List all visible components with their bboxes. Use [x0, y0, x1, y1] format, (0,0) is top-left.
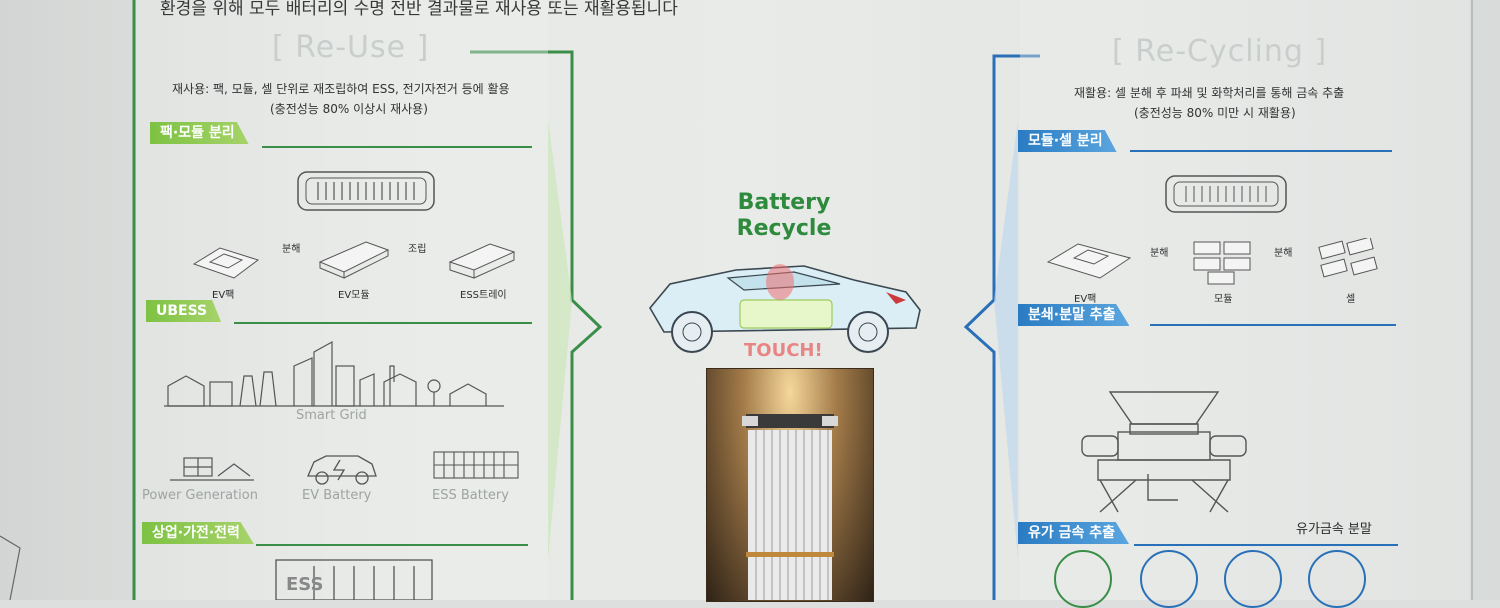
section-rule — [1150, 324, 1396, 326]
ev-battery-label: EV Battery — [302, 488, 372, 503]
section-rule — [256, 544, 528, 546]
reuse-item-ev-module: EV모듈 — [338, 290, 370, 301]
battery-recycle-title: Battery Recycle — [732, 190, 836, 242]
header-text: 환경을 위해 모두 배터리의 수명 전반 결과물로 재사용 또는 재활용됩니다 — [160, 0, 678, 19]
ev-battery-car-icon — [307, 455, 377, 485]
touch-label[interactable]: TOUCH! — [744, 340, 823, 361]
ess-tray-icon — [448, 243, 516, 279]
metal-circle-2 — [1140, 550, 1198, 608]
section-rule — [262, 146, 532, 148]
battery-pack-icon — [297, 171, 435, 211]
recycle-battery-pack-icon — [1165, 175, 1287, 213]
recycle-title: [ Re-Cycling ] — [1112, 34, 1328, 69]
power-generation-icon — [170, 457, 254, 481]
reuse-item-ess-tray: ESS트레이 — [460, 290, 507, 301]
recycle-section-metal-extract: 유가 금속 추출 — [1018, 522, 1130, 544]
recycle-step-disassemble-1: 분해 — [1150, 248, 1169, 259]
smart-grid-cityscape-icon — [164, 340, 504, 407]
recycle-item-module: 모듈 — [1214, 294, 1233, 305]
power-generation-label: Power Generation — [142, 488, 258, 503]
reuse-section-commercial: 상업·가전·전력 — [142, 522, 254, 544]
recycle-description-note: (충전성능 80% 미만 시 재활용) — [1134, 106, 1296, 120]
smart-grid-label: Smart Grid — [296, 408, 367, 423]
metal-circle-4 — [1308, 550, 1366, 608]
battery-module-cells — [742, 414, 838, 600]
reuse-section-ubess: UBESS — [146, 300, 222, 322]
reuse-item-ev-pack: EV팩 — [212, 290, 235, 301]
left-edge-panel — [0, 535, 21, 600]
metal-circle-1 — [1054, 550, 1112, 608]
hero-line-2: Recycle — [736, 216, 832, 241]
reuse-step-disassemble: 분해 — [282, 244, 301, 255]
crusher-machine-icon — [1081, 391, 1247, 513]
ev-pack-icon — [192, 247, 260, 279]
section-rule — [234, 322, 532, 324]
recycle-section-module-cell: 모듈·셀 분리 — [1018, 130, 1117, 152]
ess-battery-label: ESS Battery — [432, 488, 509, 503]
section-rule — [1130, 150, 1392, 152]
reuse-title: [ Re-Use ] — [272, 30, 430, 65]
recycle-item-cell: 셀 — [1346, 294, 1356, 305]
recycle-ev-pack-icon — [1046, 243, 1132, 279]
recycle-description: 재활용: 셀 분해 후 파쇄 및 화학처리를 통해 금속 추출 — [1074, 86, 1345, 100]
metal-circle-3 — [1224, 550, 1282, 608]
hero-line-1: Battery — [737, 190, 831, 215]
ess-container-label: ESS — [286, 574, 324, 595]
recycle-cells-icon — [1318, 238, 1378, 278]
recycle-section-crush-powder: 분쇄·분말 추출 — [1018, 304, 1130, 326]
recycle-step-disassemble-2: 분해 — [1274, 248, 1293, 259]
reuse-description: 재사용: 팩, 모듈, 셀 단위로 재조립하여 ESS, 전기자전거 등에 활용 — [172, 82, 510, 96]
recycle-modules-icon — [1193, 241, 1251, 285]
car-outline-illustration[interactable] — [644, 252, 924, 360]
metal-powder-label: 유가금속 분말 — [1296, 522, 1372, 537]
section-rule — [1134, 544, 1398, 546]
recycle-item-ev-pack: EV팩 — [1074, 294, 1097, 305]
ess-container-icon — [275, 559, 433, 600]
reuse-description-note: (충전성능 80% 이상시 재사용) — [270, 102, 428, 116]
ev-module-icon — [318, 241, 390, 279]
ess-battery-rack-icon — [433, 451, 519, 479]
reuse-section-pack-module: 팩·모듈 분리 — [150, 122, 249, 144]
reuse-step-assemble: 조립 — [408, 244, 427, 255]
